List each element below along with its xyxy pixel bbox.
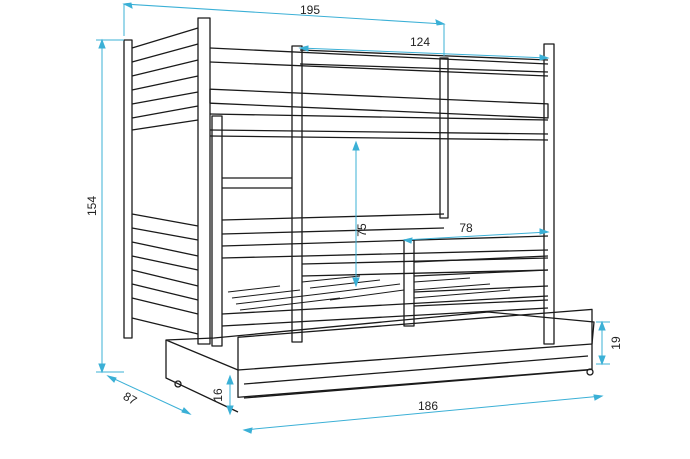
dim-154-line [96, 38, 124, 374]
dim-154-label: 154 [85, 196, 99, 216]
dimension-labels: 195 124 154 75 78 87 186 16 19 [85, 3, 623, 413]
dim-19-label: 19 [609, 336, 623, 350]
dim-124-line [298, 45, 550, 61]
dim-186-line [242, 394, 604, 434]
ladder-inner-post [211, 115, 223, 347]
ladder-post [291, 45, 303, 343]
dim-195-label: 195 [300, 3, 320, 17]
lower-bed [221, 213, 549, 327]
drawer [165, 308, 595, 413]
dim-124-label: 124 [410, 35, 430, 49]
right-frame [439, 43, 555, 345]
dim-19-line [596, 320, 610, 366]
left-frame [123, 17, 211, 345]
dim-75-line [352, 140, 360, 288]
dimension-lines [96, 2, 610, 434]
dim-195-line [122, 2, 446, 56]
dim-87-label: 87 [121, 389, 140, 408]
lower-guard-rail [403, 239, 549, 327]
dim-186-label: 186 [418, 399, 438, 413]
upper-bed [209, 47, 549, 141]
ladder-rungs [222, 177, 292, 189]
dim-16-line [226, 374, 234, 416]
dim-87-line [106, 375, 192, 415]
slats [227, 275, 511, 311]
dim-78-label: 78 [459, 221, 473, 235]
dim-75-label: 75 [355, 223, 369, 237]
bed-outline [123, 17, 595, 413]
dim-78-line [402, 228, 550, 244]
dim-16-label: 16 [211, 388, 225, 402]
